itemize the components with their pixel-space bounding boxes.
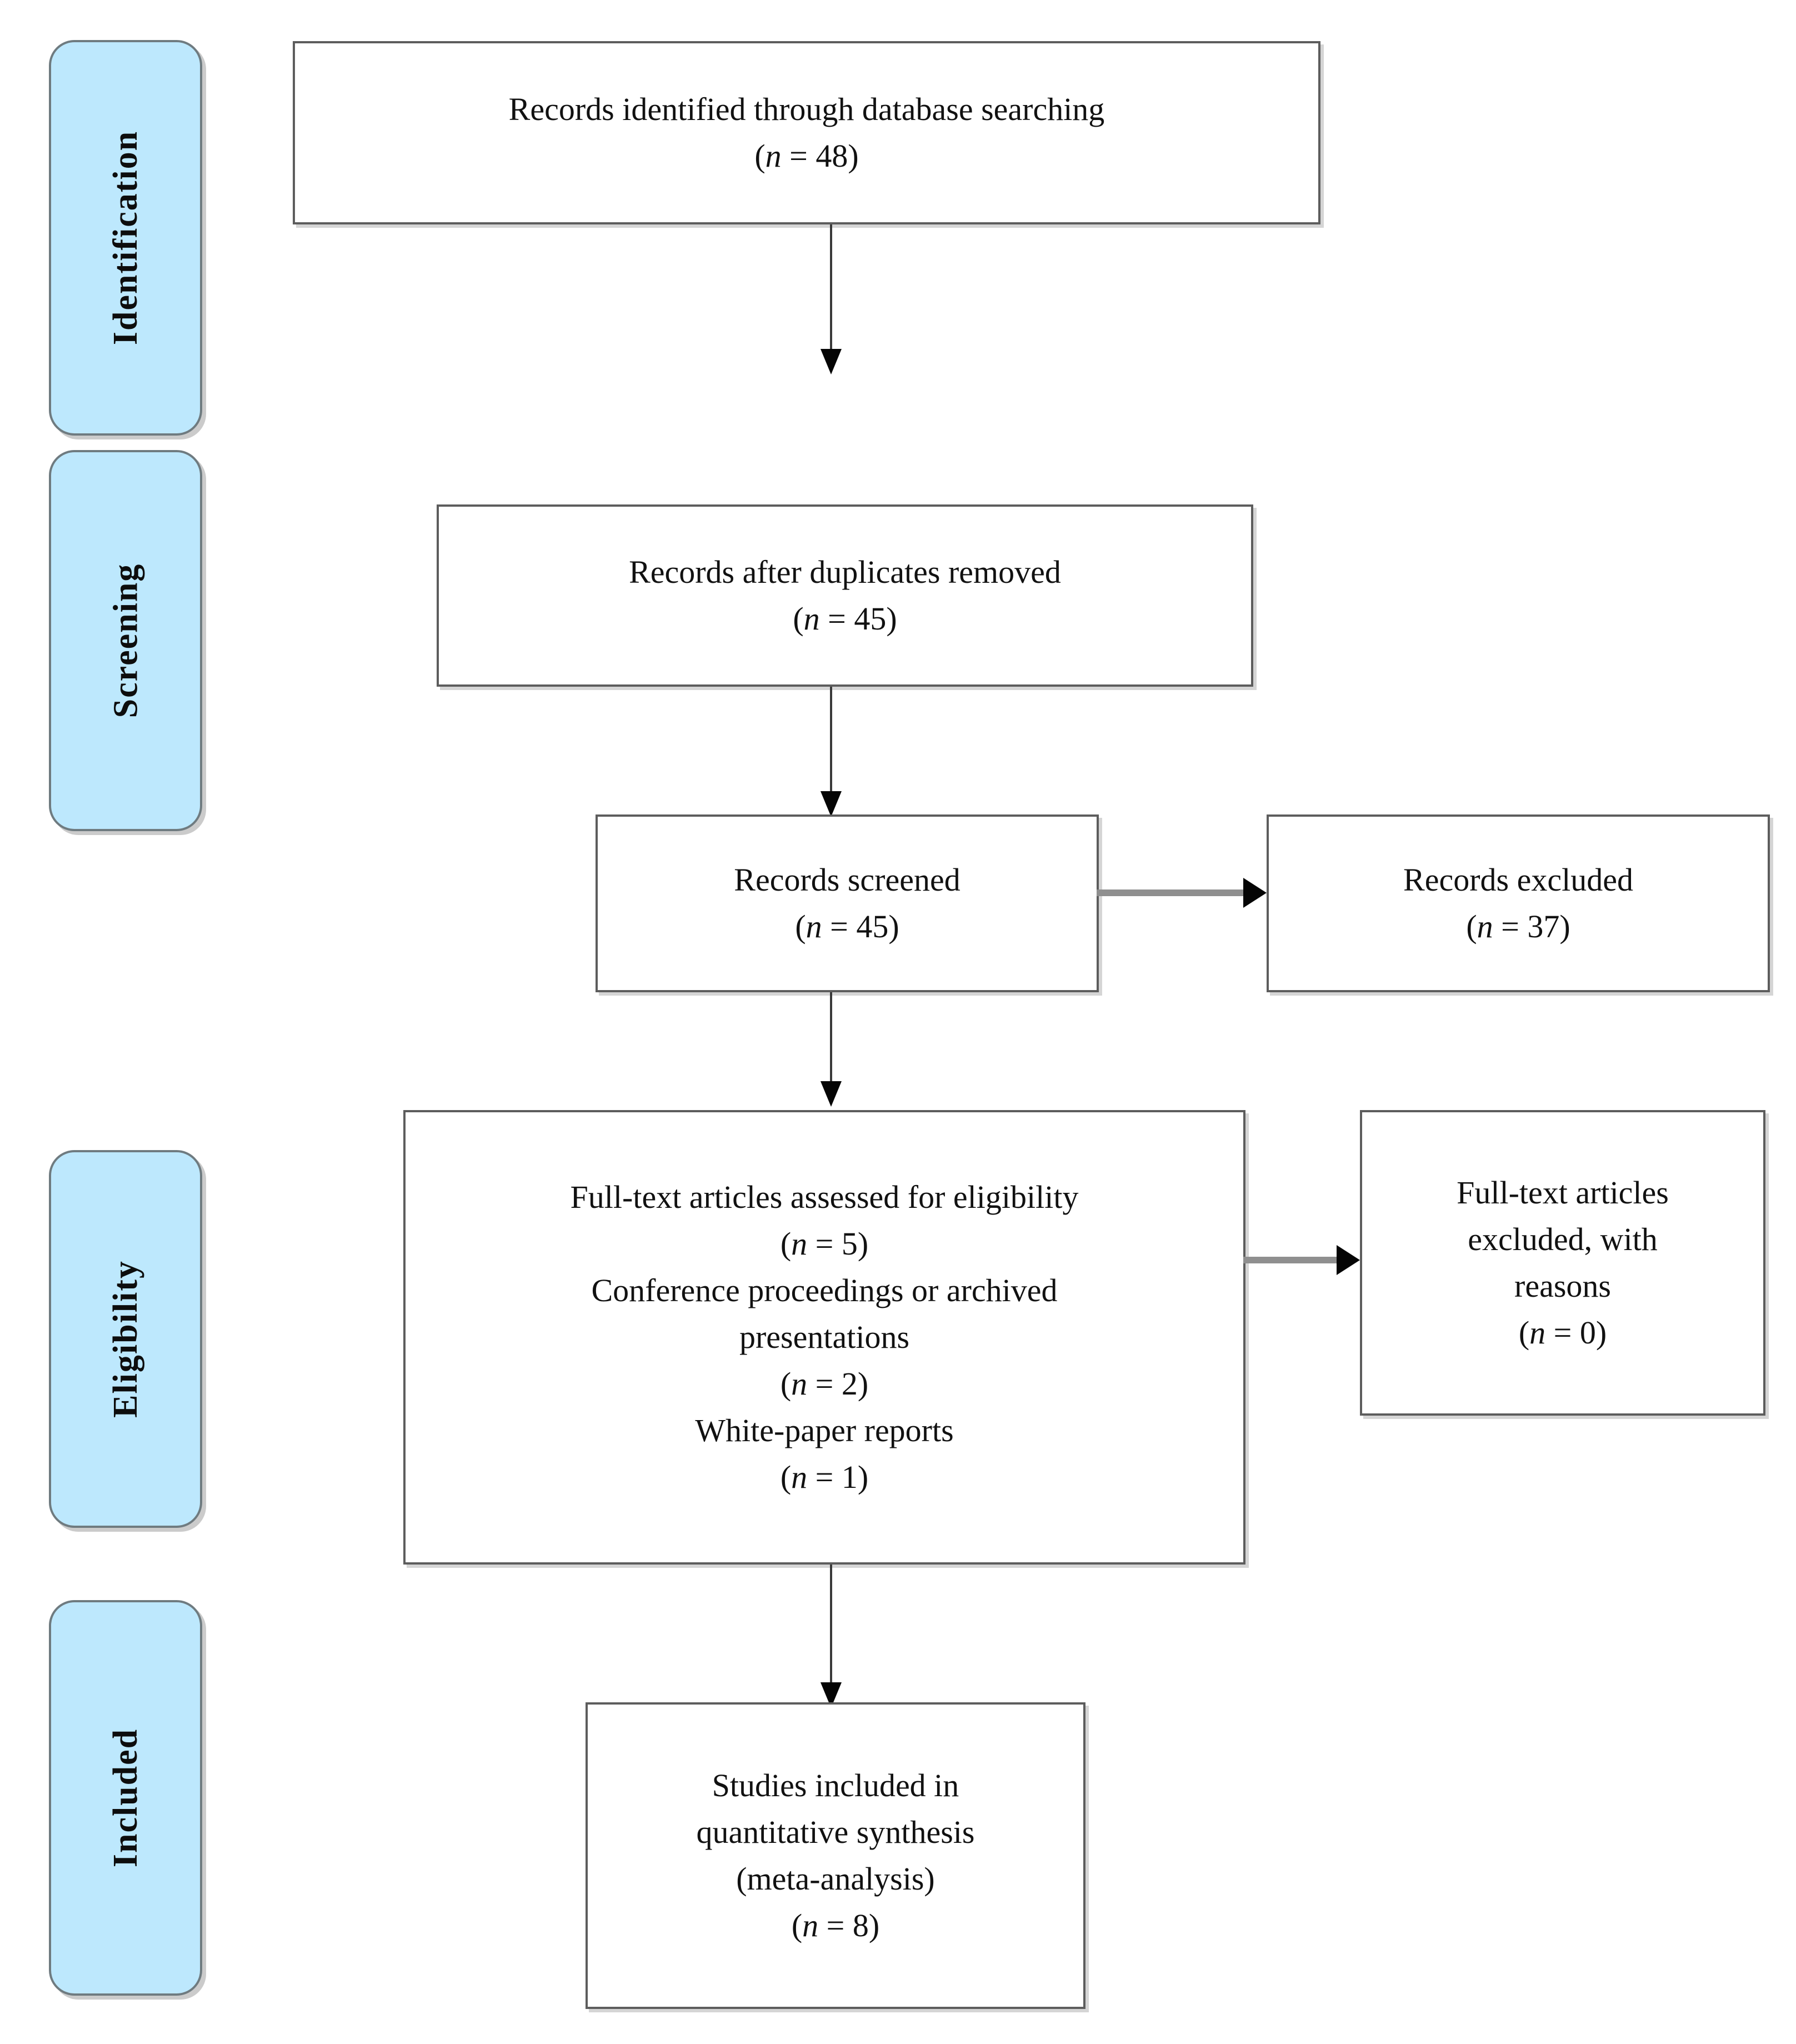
records-identified-title: Records identified through database sear… [508, 91, 1105, 127]
studies-included-line3: (meta-analysis) [736, 1861, 935, 1897]
duplicates-removed-count: (n = 45) [793, 596, 897, 642]
records-excluded-title: Records excluded [1403, 861, 1633, 898]
paren-open: ( [780, 1225, 792, 1262]
count-value: = 45) [822, 908, 899, 944]
full-text-excluded-count: (n = 0) [1519, 1310, 1607, 1356]
box-studies-included: Studies included in quantitative synthes… [586, 1702, 1085, 2009]
paren-open: ( [1518, 1315, 1530, 1351]
paren-open: ( [754, 138, 766, 174]
count-value: = 2) [807, 1366, 869, 1402]
n-symbol: n [791, 1366, 808, 1402]
duplicates-removed-title: Records after duplicates removed [629, 553, 1061, 590]
eligibility-whitepaper-count: (n = 1) [781, 1454, 868, 1501]
eligibility-whitepaper-title: White-paper reports [695, 1412, 954, 1449]
n-symbol: n [802, 1907, 819, 1944]
stage-label-included: Included [106, 1728, 144, 1868]
stage-pill-eligibility: Eligibility [49, 1150, 202, 1528]
count-value: = 45) [819, 601, 897, 637]
arrowhead-right-screened-to-excluded [1243, 878, 1267, 908]
n-symbol: n [791, 1459, 808, 1496]
n-symbol: n [1477, 908, 1493, 944]
connector-screened-to-eligibility [830, 992, 832, 1088]
eligibility-conference-line1: Conference proceedings or archived [591, 1272, 1058, 1308]
studies-included-count: (n = 8) [792, 1902, 879, 1949]
arrowhead-down-identified-to-duplicates [821, 349, 842, 374]
count-value: = 1) [807, 1459, 869, 1496]
stage-label-identification: Identification [107, 130, 145, 346]
stage-pill-identification: Identification [49, 40, 202, 436]
full-text-excluded-line1: Full-text articles [1457, 1174, 1669, 1211]
records-screened-title: Records screened [734, 861, 960, 898]
connector-identified-to-duplicates [830, 224, 832, 356]
studies-included-line1: Studies included in [712, 1767, 959, 1803]
box-records-excluded: Records excluded (n = 37) [1267, 814, 1770, 992]
count-value: = 8) [818, 1907, 880, 1944]
eligibility-assessed-count: (n = 5) [781, 1221, 868, 1267]
arrowhead-down-screened-to-eligibility [821, 1081, 842, 1107]
eligibility-title: Full-text articles assessed for eligibil… [570, 1178, 1079, 1215]
connector-screened-to-excluded [1097, 889, 1244, 896]
n-symbol: n [803, 601, 820, 637]
paren-open: ( [1466, 908, 1477, 944]
arrowhead-down-duplicates-to-screened [821, 791, 842, 817]
box-records-screened: Records screened (n = 45) [596, 814, 1099, 992]
n-symbol: n [1529, 1315, 1546, 1351]
studies-included-line2: quantitative synthesis [696, 1813, 975, 1850]
records-identified-count: (n = 48) [754, 133, 858, 179]
count-value: = 0) [1545, 1315, 1607, 1351]
paren-open: ( [791, 1907, 803, 1944]
eligibility-conference-count: (n = 2) [781, 1361, 868, 1407]
arrowhead-right-eligibility-to-excluded [1337, 1245, 1360, 1275]
full-text-excluded-line3: reasons [1514, 1268, 1611, 1304]
box-full-text-excluded: Full-text articles excluded, with reason… [1360, 1110, 1765, 1416]
box-full-text-assessed: Full-text articles assessed for eligibil… [403, 1110, 1245, 1565]
box-records-identified: Records identified through database sear… [293, 41, 1320, 224]
records-excluded-count: (n = 37) [1466, 903, 1570, 950]
connector-duplicates-to-screened [830, 687, 832, 798]
paren-open: ( [793, 601, 804, 637]
paren-open: ( [780, 1366, 792, 1402]
count-value: = 37) [1493, 908, 1570, 944]
count-value: = 5) [807, 1225, 869, 1262]
box-records-after-duplicates-removed: Records after duplicates removed (n = 45… [437, 504, 1253, 687]
connector-eligibility-to-excluded [1243, 1257, 1339, 1263]
connector-eligibility-to-included [830, 1565, 832, 1689]
n-symbol: n [765, 138, 782, 174]
stage-label-screening: Screening [107, 563, 144, 718]
count-value: = 48) [781, 138, 859, 174]
stage-pill-screening: Screening [49, 450, 202, 831]
eligibility-conference-line2: presentations [739, 1318, 910, 1355]
full-text-excluded-line2: excluded, with [1468, 1221, 1658, 1257]
n-symbol: n [791, 1225, 808, 1262]
paren-open: ( [780, 1459, 792, 1496]
paren-open: ( [795, 908, 806, 944]
n-symbol: n [806, 908, 822, 944]
records-screened-count: (n = 45) [795, 903, 899, 950]
stage-label-eligibility: Eligibility [107, 1260, 144, 1418]
stage-pill-included: Included [49, 1600, 202, 1996]
